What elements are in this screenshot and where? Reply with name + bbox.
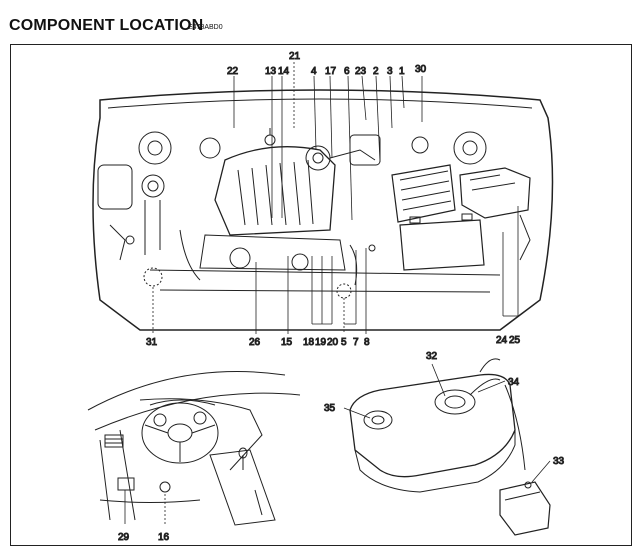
callout-19: 19 (315, 337, 327, 348)
callout-16: 16 (158, 532, 170, 543)
interior-illustration (87, 371, 301, 526)
callout-13: 13 (265, 66, 277, 77)
document-code: E478ABD0 (188, 24, 223, 31)
callout-30: 30 (415, 64, 427, 75)
callout-15: 15 (281, 337, 293, 348)
callout-34: 34 (508, 377, 520, 388)
engine-bay-illustration (92, 89, 554, 331)
callout-4: 4 (311, 66, 317, 77)
callout-21: 21 (289, 51, 301, 62)
callout-17: 17 (325, 66, 337, 77)
callout-33: 33 (553, 456, 565, 467)
callout-1: 1 (399, 66, 405, 77)
callout-20: 20 (327, 337, 339, 348)
callout-18: 18 (303, 337, 315, 348)
callout-8: 8 (364, 337, 370, 348)
callout-24: 24 (496, 335, 508, 346)
callout-29: 29 (118, 532, 130, 543)
callout-26: 26 (249, 337, 261, 348)
page-title: COMPONENT LOCATION (9, 17, 204, 34)
callout-6: 6 (344, 66, 350, 77)
callout-35: 35 (324, 403, 336, 414)
callout-7: 7 (353, 337, 359, 348)
callout-2: 2 (373, 66, 379, 77)
callout-5: 5 (341, 337, 347, 348)
callout-labels: 21 22 13 14 4 17 6 23 2 3 1 30 31 26 15 … (118, 51, 566, 544)
callout-25: 25 (509, 335, 521, 346)
callout-23: 23 (355, 66, 367, 77)
leader-lines (124, 62, 551, 524)
callout-32: 32 (426, 351, 438, 362)
callout-14: 14 (278, 66, 290, 77)
callout-22: 22 (227, 66, 239, 77)
callout-31: 31 (146, 337, 158, 348)
diagram-frame (10, 44, 632, 546)
fuel-tank-illustration (349, 358, 551, 536)
callout-3: 3 (387, 66, 393, 77)
